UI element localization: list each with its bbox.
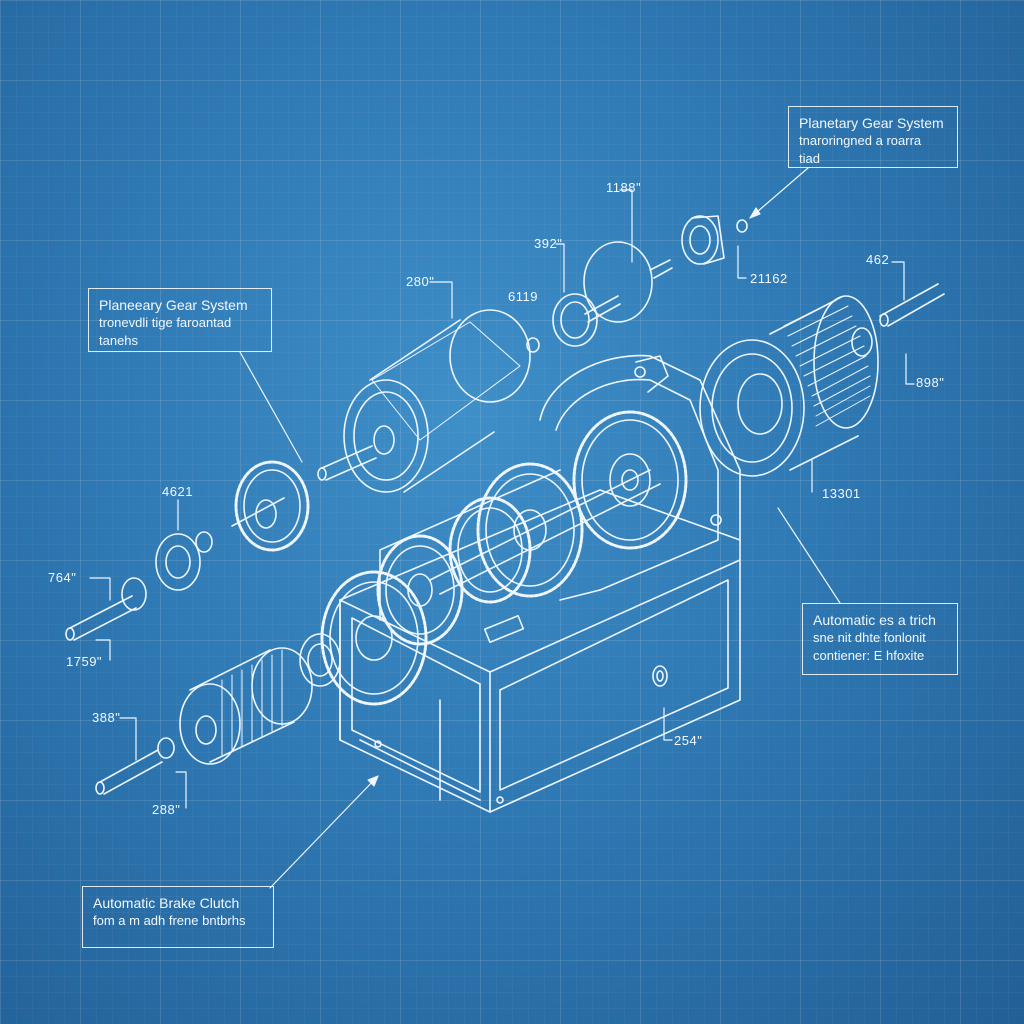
callout-text: tronevdli tige faroantad — [99, 315, 232, 330]
callout-text: sne nit dhte fonlonit — [813, 630, 926, 645]
callout-brake-clutch: Automatic Brake Clutch fom a m adh frene… — [82, 886, 274, 948]
dimension-label: 1188" — [606, 180, 642, 195]
top-row-parts — [526, 215, 748, 353]
leader-lines — [239, 167, 841, 889]
dimension-label: 6119 — [508, 289, 538, 304]
dimension-label: 1759" — [66, 654, 103, 669]
callout-planetary-gear-top: Planetary Gear System tnaroringned a roa… — [788, 106, 958, 168]
callout-automatic-right: Automatic es a trich sne nit dhte fonlon… — [802, 603, 958, 675]
dimension-label: 280" — [406, 274, 435, 289]
dimension-label: 898" — [916, 375, 945, 390]
dimension-label: 13301 — [822, 486, 861, 501]
callout-title: Planeeary Gear System — [99, 297, 248, 313]
callout-text: tanehs — [99, 333, 139, 348]
callout-title: Automatic es a trich — [813, 612, 936, 628]
motor-body — [317, 309, 531, 493]
dimension-label: 21162 — [750, 271, 788, 286]
dimension-label: 388" — [92, 710, 121, 725]
callout-text: tnaroringned a roarra — [799, 133, 922, 148]
callout-text: contiener: E hfoxite — [813, 648, 925, 663]
dimension-label: 764" — [48, 570, 77, 585]
winch-drum — [699, 283, 945, 477]
brake-clutch — [95, 647, 313, 795]
dimension-label: 4621 — [162, 484, 193, 499]
gearbox-housing — [339, 354, 741, 813]
dimension-label: 392" — [534, 236, 563, 251]
left-side-parts — [65, 460, 341, 687]
internal-gears — [320, 410, 688, 706]
callout-title: Planetary Gear System — [799, 115, 944, 131]
callout-text: tiad — [799, 151, 820, 166]
dimension-label: 288" — [152, 802, 181, 817]
dimension-label: 462 — [866, 252, 890, 267]
dimension-label: 254" — [674, 733, 703, 748]
callout-planetary-gear-left: Planeeary Gear System tronevdli tige far… — [88, 288, 272, 352]
callout-text: fom a m adh frene bntbrhs — [93, 913, 246, 928]
callout-title: Automatic Brake Clutch — [93, 895, 240, 911]
dimension-ticks — [89, 189, 915, 809]
